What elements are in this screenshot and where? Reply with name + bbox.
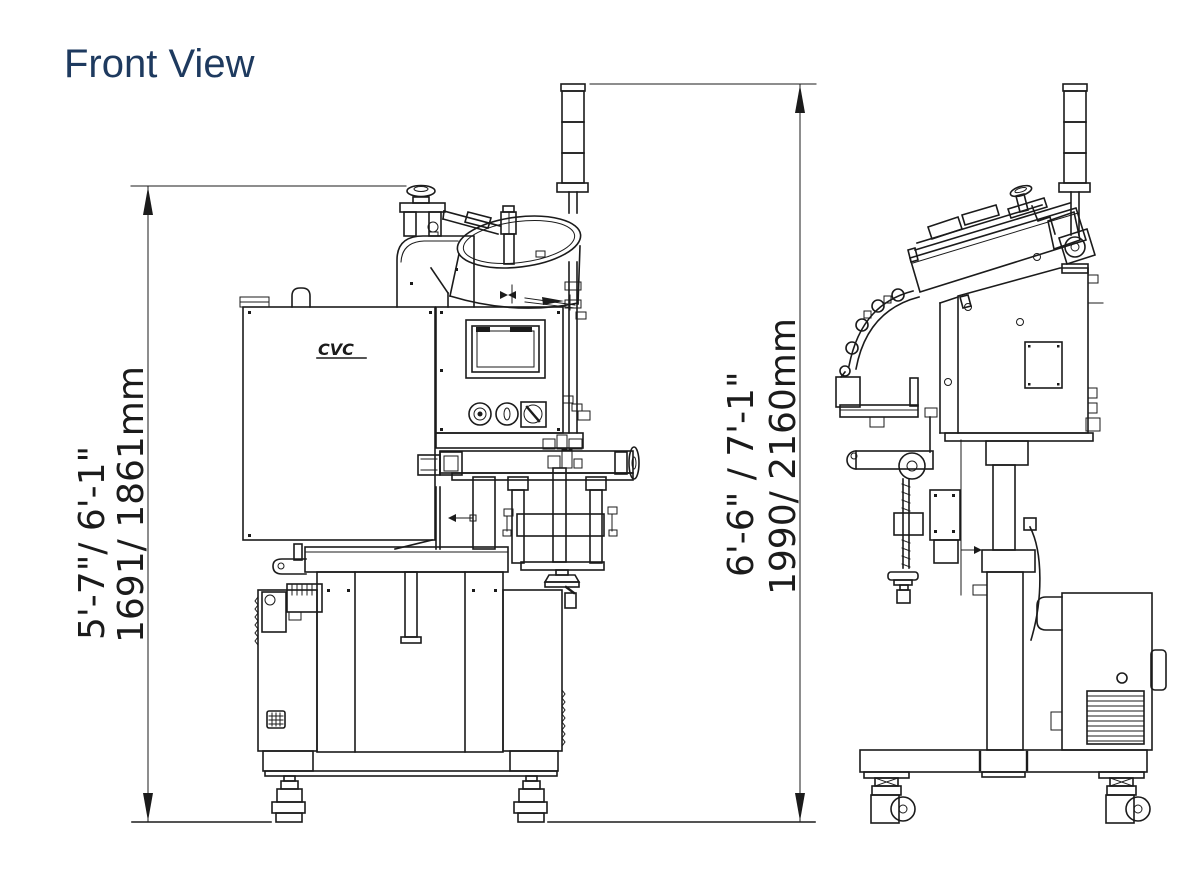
front-view-machine: CVC — [239, 83, 640, 823]
emergency-stop-button — [468, 402, 492, 426]
bowl-actuator — [500, 205, 517, 265]
hmi-screen — [465, 319, 546, 379]
hopper-housing — [396, 221, 475, 308]
power-switch — [520, 401, 547, 428]
base-cabinet — [254, 543, 566, 777]
side-view-machine — [835, 83, 1167, 824]
cooling-vent-grille — [1086, 690, 1145, 745]
tower-light-front — [556, 83, 591, 434]
front-height-metric-label: 1691/ 1861mm — [111, 366, 152, 643]
curved-guide-rail — [839, 288, 920, 377]
front-height-dimension: 5'-7"/ 6'-1" 1691/ 1861mm — [72, 185, 407, 822]
cvc-logo: CVC — [318, 340, 354, 359]
selector-knob — [495, 402, 519, 426]
capping-head-column — [972, 440, 1041, 751]
leveling-foot-right — [513, 775, 548, 823]
page-title: Front View — [64, 42, 255, 86]
linear-feeder-rail — [907, 184, 1088, 309]
door-panel: CVC — [239, 287, 436, 550]
vent-grille — [266, 710, 286, 729]
label-applicator — [835, 370, 982, 604]
spindle-assembly — [502, 449, 618, 609]
machine-body — [938, 253, 1104, 442]
overall-height-dimension: 6'-6" / 7'-1" 1990/ 2160mm — [589, 83, 817, 822]
handwheel — [614, 446, 640, 480]
overall-height-imperial-label: 6'-6" / 7'-1" — [721, 371, 762, 577]
caster-right — [1098, 771, 1151, 824]
control-panel — [435, 306, 564, 434]
table-pedestal — [472, 476, 496, 550]
drive-motor — [261, 583, 323, 633]
overall-height-metric-label: 1990/ 2160mm — [763, 318, 804, 595]
caster-left — [863, 771, 916, 824]
motor-housing — [1036, 592, 1167, 751]
leveling-foot-left — [271, 775, 306, 823]
front-height-imperial-label: 5'-7"/ 6'-1" — [72, 446, 113, 640]
base-frame — [859, 749, 1148, 778]
conveyor-table — [417, 432, 640, 550]
